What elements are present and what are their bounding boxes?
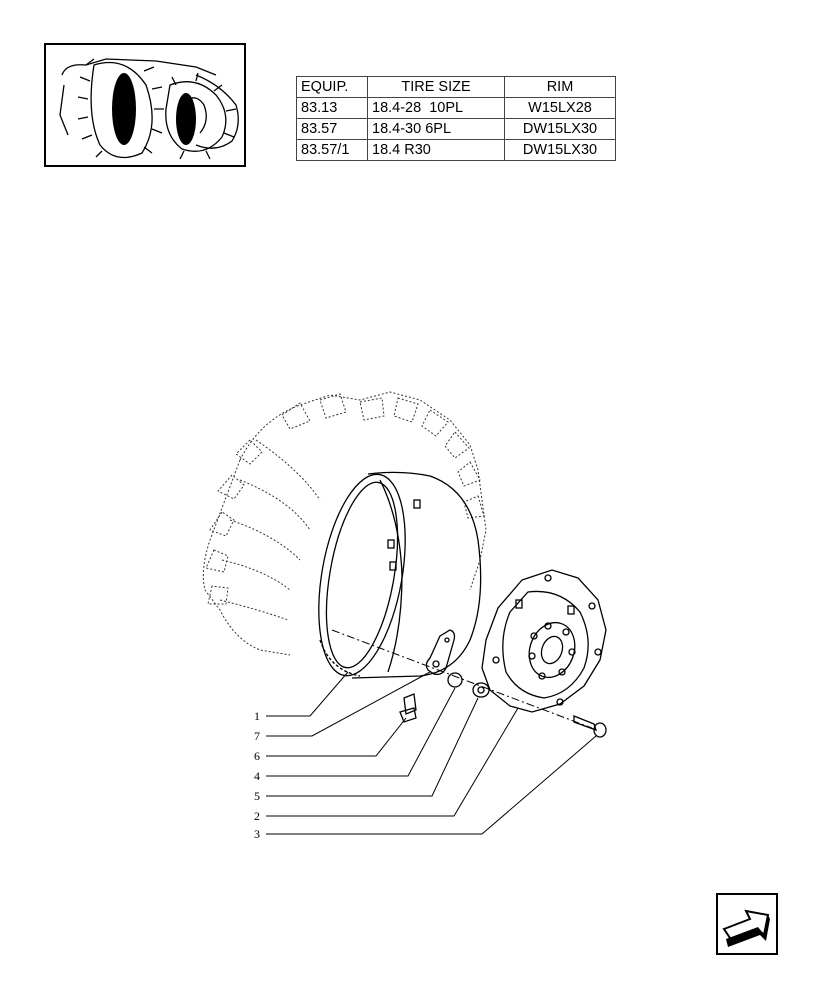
callout-7: 7 [254, 729, 260, 743]
cell-tire-size: 18.4 R30 [367, 139, 505, 161]
tractor-wheel-thumbnail-icon [59, 58, 239, 160]
cell-equip: 83.57 [296, 118, 368, 140]
cell-rim: W15LX28 [504, 97, 616, 119]
table-row: 83.57 18.4-30 6PL DW15LX30 [296, 118, 616, 140]
cell-rim: DW15LX30 [504, 139, 616, 161]
next-page-button[interactable] [716, 893, 778, 955]
cell-equip: 83.57/1 [296, 139, 368, 161]
header-tire-size: TIRE SIZE [367, 76, 505, 98]
callout-5: 5 [254, 789, 260, 803]
nut-washer-parts [447, 672, 490, 698]
tire-outline [202, 391, 487, 656]
bolt-part [573, 715, 607, 738]
next-page-arrow-icon [722, 909, 770, 947]
table-row: 83.13 18.4-28 10PL W15LX28 [296, 97, 616, 119]
header-rim: RIM [504, 76, 616, 98]
cell-tire-size: 18.4-30 6PL [367, 118, 505, 140]
thumbnail-frame [44, 43, 246, 167]
rim [318, 471, 482, 679]
callout-1: 1 [254, 709, 260, 723]
callout-2: 2 [254, 809, 260, 823]
clamp-part [425, 629, 456, 676]
callout-3: 3 [254, 827, 260, 841]
valve-part [399, 693, 417, 723]
table-row: 83.57/1 18.4 R30 DW15LX30 [296, 139, 616, 161]
callout-4: 4 [254, 769, 260, 783]
callout-6: 6 [254, 749, 260, 763]
equipment-table: EQUIP. TIRE SIZE RIM 83.13 18.4-28 10PL … [296, 76, 616, 161]
table-header-row: EQUIP. TIRE SIZE RIM [296, 76, 616, 98]
assembly-axis [331, 629, 593, 729]
wheel-disc [481, 569, 607, 713]
cell-equip: 83.13 [296, 97, 368, 119]
leader-lines [266, 671, 597, 835]
